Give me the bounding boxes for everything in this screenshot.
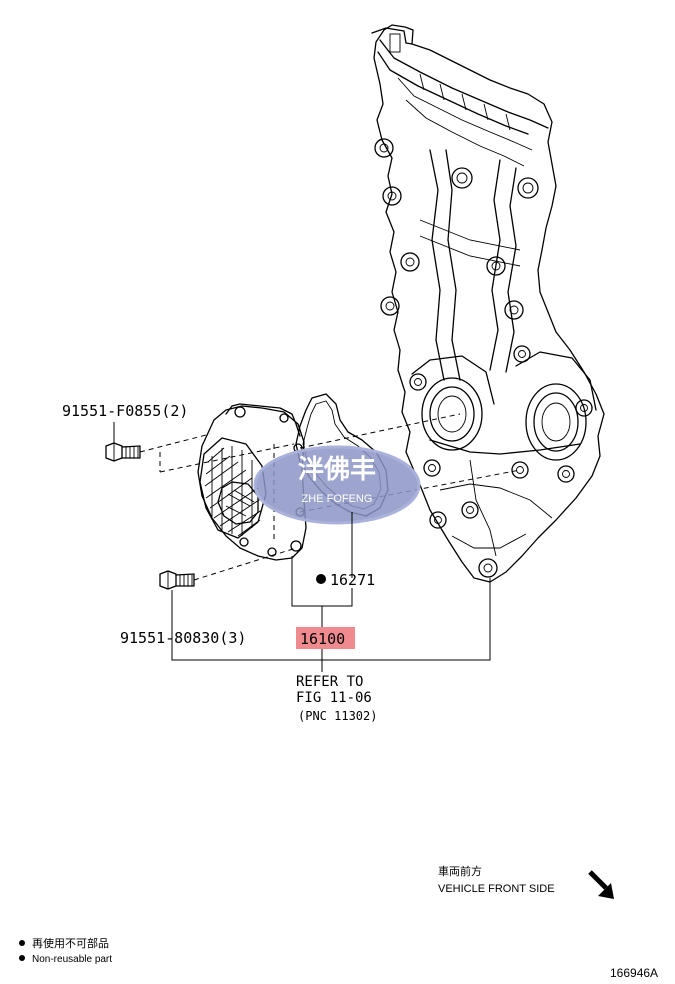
water-pump-highlight xyxy=(296,627,355,649)
refer-line-1: REFER TO xyxy=(296,674,363,690)
non-reusable-bullet-icon xyxy=(316,574,326,584)
bolt-lower-label[interactable]: 91551-80830(3) xyxy=(120,629,246,647)
timing-chain-cover-drawing xyxy=(371,24,605,583)
bolt-upper-label[interactable]: 91551-F0855(2) xyxy=(62,402,188,420)
direction-english-label: VEHICLE FRONT SIDE xyxy=(438,883,555,895)
bolt-lower-drawing xyxy=(159,570,195,590)
water-pump-label[interactable]: 16100 xyxy=(300,630,345,648)
legend-bullet-icon-2 xyxy=(19,955,25,961)
refer-line-2[interactable]: FIG 11-06 xyxy=(296,690,372,706)
arrow-down-right-icon xyxy=(588,870,614,899)
svg-text:ZHE FOFENG: ZHE FOFENG xyxy=(302,493,373,505)
legend-english-label: Non-reusable part xyxy=(32,954,112,965)
leader-lines xyxy=(113,422,491,672)
svg-text:泮佛丰: 泮佛丰 xyxy=(298,454,376,484)
legend-bullet-icon-1 xyxy=(19,940,25,946)
water-pump-drawing xyxy=(197,403,307,561)
bolt-upper-drawing xyxy=(105,442,141,462)
refer-line-3: (PNC 11302) xyxy=(298,709,377,723)
gasket-label[interactable]: 16271 xyxy=(330,571,375,589)
watermark-logo: 泮佛丰 ZHE FOFENG xyxy=(253,445,421,525)
figure-id: 166946A xyxy=(610,966,658,980)
legend-chinese-label: 再使用不可部品 xyxy=(32,936,109,950)
direction-chinese-label: 車両前方 xyxy=(438,864,482,878)
